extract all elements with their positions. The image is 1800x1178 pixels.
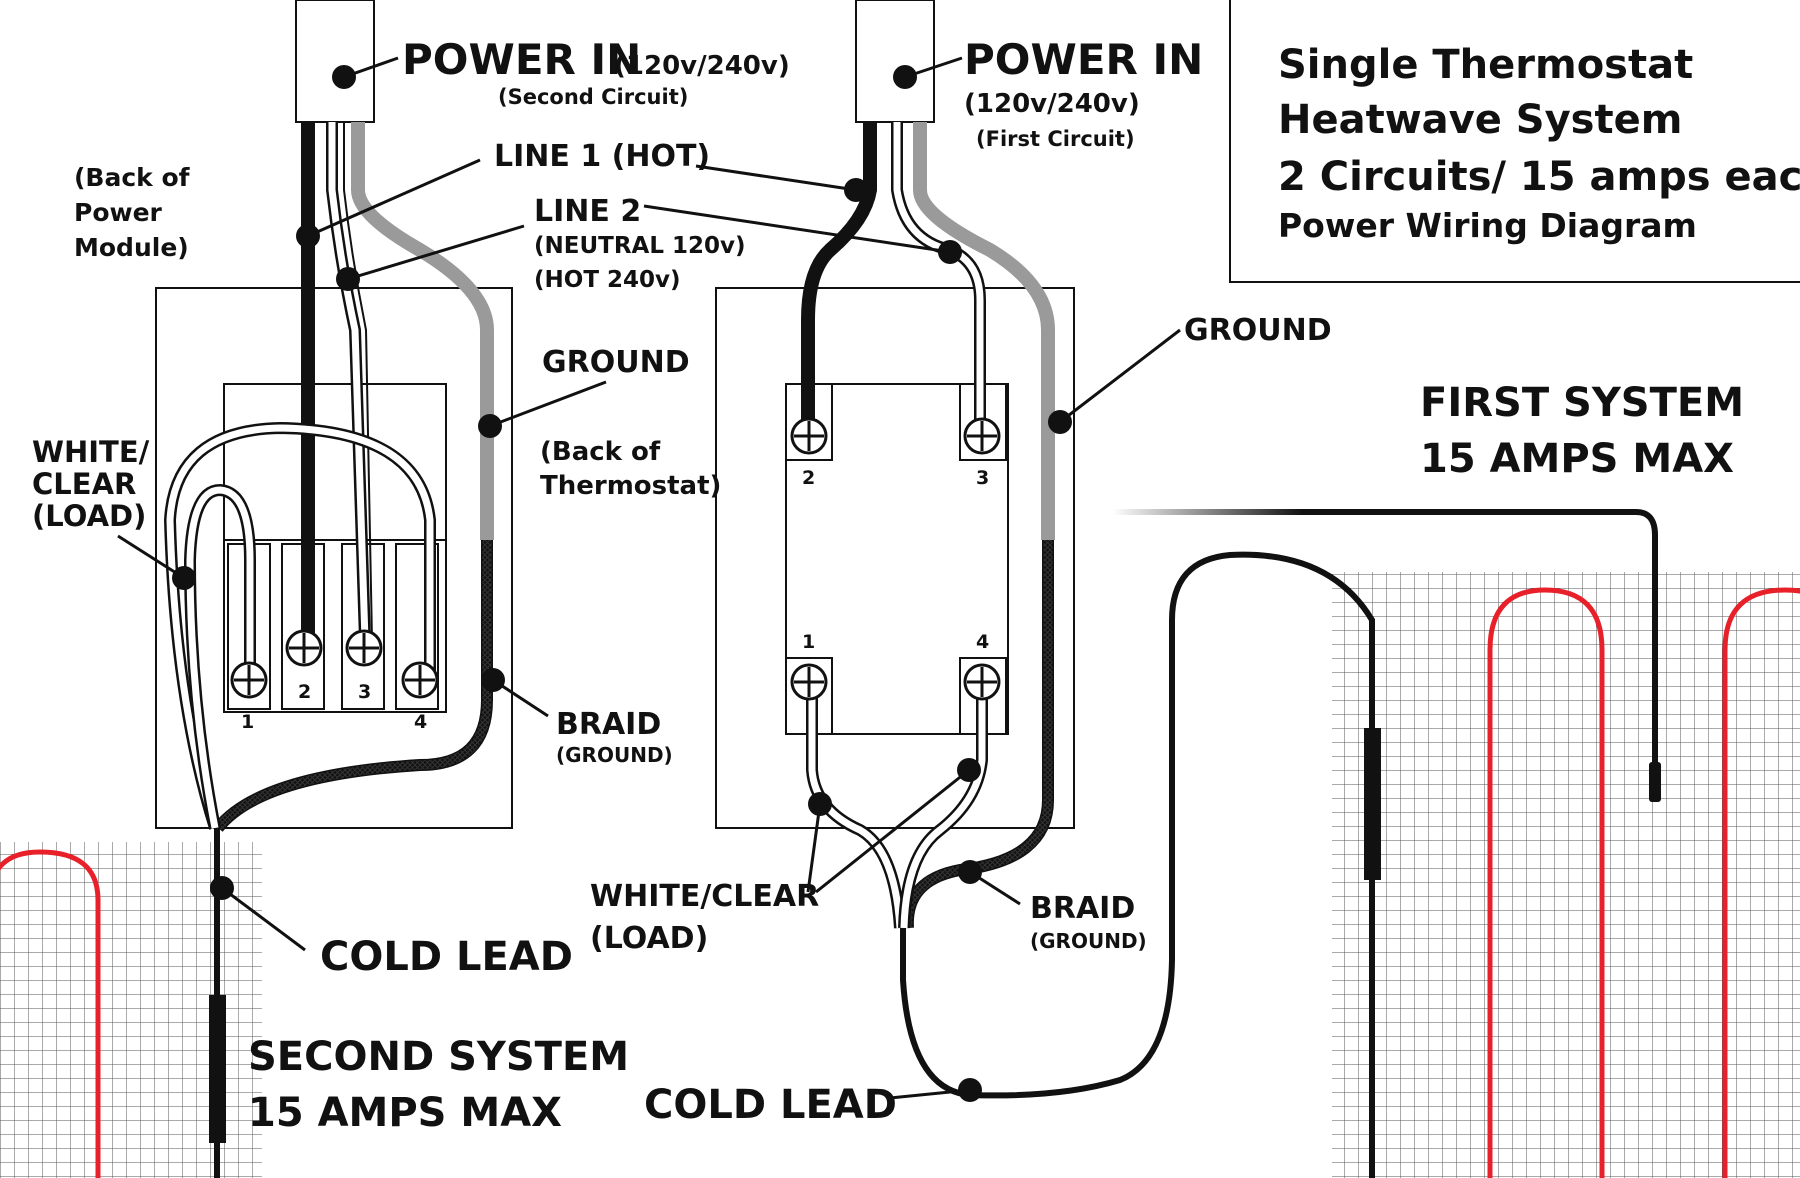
- right-white-clear-2: (LOAD): [590, 921, 708, 956]
- right-white-clear-1: WHITE/CLEAR: [590, 879, 819, 914]
- right-labels: POWER IN (120v/240v) (First Circuit) (Ba…: [540, 35, 1744, 1128]
- left-ground-label: GROUND: [542, 345, 690, 380]
- line2-label: LINE 2: [534, 194, 641, 229]
- left-braid-ground-label: (GROUND): [556, 743, 673, 767]
- left-cold-lead-label: COLD LEAD: [320, 934, 573, 980]
- left-labels: POWER IN (120v/240v) (Second Circuit) (B…: [32, 35, 790, 1136]
- back-of-thermostat-2: Thermostat): [540, 471, 721, 501]
- left-power-in-voltage: (120v/240v): [614, 51, 790, 81]
- left-heating-cable: [0, 849, 101, 1178]
- right-braid-ground-label: (GROUND): [1030, 929, 1147, 953]
- right-power-in-label: POWER IN: [964, 35, 1203, 84]
- left-terminals: 1 2 3 4: [230, 629, 439, 733]
- left-thermostat-box: [155, 287, 513, 829]
- left-terminal-4: [401, 661, 439, 699]
- back-of-power-module-3: Module): [74, 233, 189, 262]
- left-white-clear-2: CLEAR: [32, 467, 136, 501]
- right-callouts: [643, 164, 1181, 1102]
- back-of-thermostat-1: (Back of: [540, 437, 661, 467]
- left-power-in-circuit: (Second Circuit): [498, 85, 688, 109]
- right-power-in-circuit: (First Circuit): [976, 127, 1135, 151]
- first-system-amps-label: 15 AMPS MAX: [1420, 436, 1734, 482]
- line2-neutral-label: (NEUTRAL 120v): [534, 233, 746, 259]
- right-terminal-1: [790, 663, 828, 701]
- right-cold-lead-label: COLD LEAD: [644, 1082, 897, 1128]
- left-power-in-label: POWER IN: [402, 35, 641, 84]
- second-system-amps-label: 15 AMPS MAX: [248, 1090, 562, 1136]
- left-terminal-label-2: 2: [298, 681, 311, 703]
- left-terminal-3: [345, 629, 383, 667]
- left-terminal-1: [230, 661, 268, 699]
- second-system-label: SECOND SYSTEM: [248, 1034, 629, 1080]
- first-system-label: FIRST SYSTEM: [1420, 380, 1744, 426]
- right-heating-mesh: [1332, 572, 1800, 1178]
- left-power-module: [295, 0, 399, 123]
- right-terminal-label-3: 3: [976, 467, 989, 489]
- left-terminal-label-4: 4: [414, 711, 427, 733]
- right-terminal-label-4: 4: [976, 631, 989, 653]
- title-line-3: 2 Circuits/ 15 amps each: [1278, 154, 1800, 200]
- right-terminal-label-1: 1: [802, 631, 815, 653]
- left-callouts: [117, 158, 607, 952]
- right-terminal-label-2: 2: [802, 467, 815, 489]
- right-terminal-2: [790, 417, 828, 455]
- title-line-4: Power Wiring Diagram: [1278, 206, 1697, 245]
- title-box: Single Thermostat Heatwave System 2 Circ…: [1229, 0, 1800, 283]
- right-terminal-4: [963, 663, 1001, 701]
- left-terminal-label-1: 1: [241, 711, 254, 733]
- line1-hot-label: LINE 1 (HOT): [494, 139, 710, 174]
- right-braid-label: BRAID: [1030, 891, 1135, 926]
- back-of-power-module-2: Power: [74, 198, 163, 227]
- back-of-power-module-1: (Back of: [74, 163, 191, 192]
- right-terminal-3: [963, 417, 1001, 455]
- left-braid-label: BRAID: [556, 707, 661, 742]
- line2-hot240-label: (HOT 240v): [534, 267, 681, 293]
- right-power-module: [855, 0, 963, 123]
- left-white-clear-3: (LOAD): [32, 499, 146, 533]
- title-line-1: Single Thermostat: [1278, 42, 1693, 88]
- right-power-in-voltage: (120v/240v): [964, 89, 1140, 119]
- right-thermostat-box: [715, 287, 1075, 829]
- left-terminal-label-3: 3: [358, 681, 371, 703]
- right-ground-label: GROUND: [1184, 313, 1332, 348]
- left-wires: [163, 122, 494, 1178]
- title-line-2: Heatwave System: [1278, 97, 1682, 143]
- right-terminals: 2 3 1 4: [790, 417, 1001, 701]
- left-terminal-2: [285, 629, 323, 667]
- left-white-clear-1: WHITE/: [32, 435, 150, 469]
